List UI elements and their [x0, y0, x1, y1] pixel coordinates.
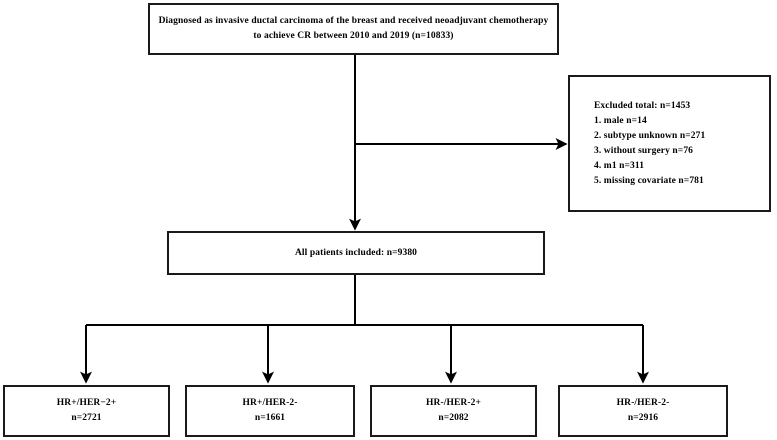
exclusion-text: Excluded total: n=1453 1. male n=14 2. s…: [570, 99, 769, 189]
subtype-label-0: HR+/HER−2+: [56, 398, 117, 408]
subtype-count-0: n=2721: [71, 413, 102, 423]
subtype-text-0: HR+/HER−2+ n=2721: [5, 396, 168, 426]
subtype-box-hr-pos-her2-pos: HR+/HER−2+ n=2721: [3, 385, 170, 437]
exclusion-box: Excluded total: n=1453 1. male n=14 2. s…: [568, 75, 771, 212]
exclusion-reason-4: 4. m1 n=311: [594, 160, 645, 171]
cohort-definition-box: Diagnosed as invasive ductal carcinoma o…: [148, 3, 559, 55]
subtype-label-2: HR-/HER-2+: [426, 398, 481, 408]
subtype-count-3: n=2916: [627, 413, 659, 423]
included-patients-box: All patients included: n=9380: [167, 231, 545, 275]
subtype-count-1: n=1661: [254, 413, 286, 423]
cohort-definition-line-1: Diagnosed as invasive ductal carcinoma o…: [158, 16, 549, 26]
subtype-label-3: HR-/HER-2-: [616, 398, 670, 408]
subtype-text-2: HR-/HER-2+ n=2082: [372, 396, 535, 426]
included-patients-count: All patients included: n=9380: [294, 247, 418, 258]
exclusion-total: Excluded total: n=1453: [594, 100, 691, 111]
subtype-text-1: HR+/HER-2- n=1661: [187, 396, 353, 426]
included-patients-text: All patients included: n=9380: [169, 246, 543, 261]
subtype-box-hr-neg-her2-neg: HR-/HER-2- n=2916: [558, 385, 728, 437]
subtype-box-hr-pos-her2-neg: HR+/HER-2- n=1661: [185, 385, 355, 437]
subtype-text-3: HR-/HER-2- n=2916: [560, 396, 726, 426]
subtype-box-hr-neg-her2-pos: HR-/HER-2+ n=2082: [370, 385, 537, 437]
exclusion-reason-1: 1. male n=14: [594, 115, 647, 126]
exclusion-reason-3: 3. without surgery n=76: [594, 145, 694, 156]
subtype-label-1: HR+/HER-2-: [242, 398, 298, 408]
cohort-definition-text: Diagnosed as invasive ductal carcinoma o…: [150, 14, 557, 44]
cohort-definition-line-2: to achieve CR between 2010 and 2019 (n=1…: [253, 31, 454, 41]
exclusion-reason-5: 5. missing covariate n=781: [594, 175, 704, 186]
exclusion-reason-2: 2. subtype unknown n=271: [594, 130, 706, 141]
subtype-count-2: n=2082: [438, 413, 469, 423]
